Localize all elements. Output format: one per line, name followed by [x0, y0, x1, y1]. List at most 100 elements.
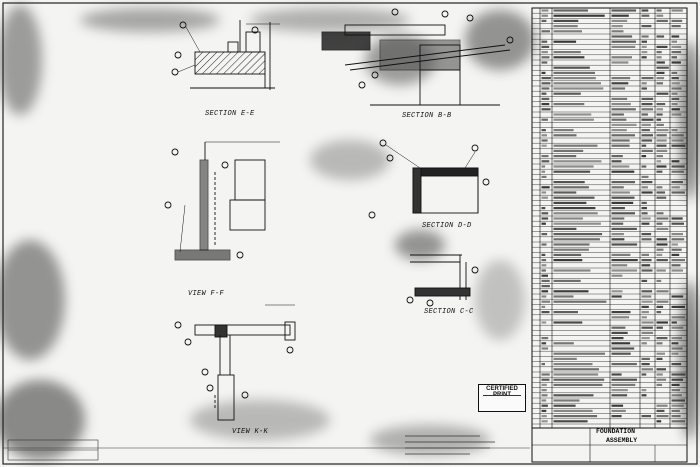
table-cell-ink [553, 134, 577, 137]
table-cell-ink [656, 383, 663, 386]
table-cell-ink [553, 92, 581, 95]
table-cell-ink [656, 129, 669, 132]
title-block [531, 427, 688, 463]
table-cell-ink [553, 409, 593, 412]
table-cell-ink [671, 389, 681, 392]
table-cell-ink [553, 222, 601, 225]
table-cell-ink [641, 207, 647, 210]
table-cell-ink [656, 186, 663, 189]
table-cell-ink [641, 149, 653, 152]
table-cell-ink [671, 77, 679, 80]
table-cell-ink [541, 409, 547, 412]
table-cell-ink [611, 378, 637, 381]
table-cell-ink [656, 82, 663, 85]
table-cell-ink [656, 61, 665, 64]
table-cell-ink [553, 368, 599, 371]
table-cell-ink [641, 363, 650, 366]
table-cell-ink [671, 409, 680, 412]
table-cell-ink [553, 144, 598, 147]
table-cell-ink [611, 139, 630, 142]
table-cell-ink [656, 248, 664, 251]
table-cell-ink [656, 321, 668, 324]
table-cell-ink [656, 103, 666, 106]
table-cell-ink [656, 415, 669, 418]
table-cell-ink [671, 108, 680, 111]
table-cell-ink [671, 394, 682, 397]
section-d-d-drawing [368, 139, 490, 219]
view-k-k-title: VIEW K-K [232, 428, 269, 436]
table-cell-ink [671, 170, 684, 173]
table-cell-ink [641, 191, 653, 194]
table-cell-ink [611, 253, 631, 256]
table-cell-ink [541, 253, 546, 256]
table-cell-ink [541, 295, 547, 298]
table-cell-ink [671, 420, 686, 423]
table-cell-ink [671, 337, 682, 340]
table-cell-ink [671, 87, 682, 90]
table-cell-ink [541, 19, 547, 22]
view-k-k-drawing [174, 304, 296, 421]
table-cell-ink [553, 357, 577, 360]
table-cell-ink [671, 415, 681, 418]
table-cell-ink [641, 394, 647, 397]
table-cell-ink [641, 103, 653, 106]
table-cell-ink [671, 378, 683, 381]
table-cell-ink [553, 207, 596, 210]
table-cell-ink [541, 420, 548, 423]
table-cell-ink [656, 420, 662, 423]
table-cell-ink [656, 373, 663, 376]
table-cell-ink [611, 363, 637, 366]
table-cell-ink [553, 170, 591, 173]
table-cell-ink [541, 82, 551, 85]
table-cell-ink [611, 274, 623, 277]
table-cell-ink [671, 383, 680, 386]
table-cell-ink [641, 264, 651, 267]
table-cell-ink [611, 103, 631, 106]
table-cell-ink [611, 181, 635, 184]
table-cell-ink [671, 253, 680, 256]
table-cell-ink [611, 389, 628, 392]
table-cell-ink [541, 139, 548, 142]
table-cell-ink [611, 196, 635, 199]
table-cell-ink [553, 227, 577, 230]
table-cell-ink [553, 51, 581, 54]
table-cell-ink [541, 129, 546, 132]
table-cell-ink [541, 363, 545, 366]
table-cell-ink [611, 82, 629, 85]
table-cell-ink [541, 259, 547, 262]
table-cell-ink [656, 139, 667, 142]
table-cell-ink [611, 337, 624, 340]
table-cell-ink [611, 326, 626, 329]
table-cell-ink [541, 30, 550, 33]
table-cell-ink [656, 14, 664, 17]
table-cell-ink [553, 383, 603, 386]
table-cell-ink [553, 404, 576, 407]
section-e-e-title: SECTION E-E [205, 110, 255, 118]
table-cell-ink [611, 134, 635, 137]
table-cell-ink [656, 108, 663, 111]
table-cell-ink [553, 25, 578, 28]
table-cell-ink [611, 409, 626, 412]
table-cell-ink [671, 316, 686, 319]
table-cell-ink [611, 373, 622, 376]
table-cell-ink [641, 337, 650, 340]
table-cell-ink [611, 25, 623, 28]
table-cell-ink [656, 77, 665, 80]
table-cell-ink [641, 82, 647, 85]
table-cell-ink [611, 311, 631, 314]
table-cell-ink [671, 248, 682, 251]
table-cell-ink [671, 342, 679, 345]
table-cell-ink [541, 279, 550, 282]
table-cell-ink [656, 149, 668, 152]
table-cell-ink [671, 269, 683, 272]
table-cell-ink [641, 129, 650, 132]
table-cell-ink [541, 170, 546, 173]
table-cell-ink [641, 144, 647, 147]
table-cell-ink [553, 9, 588, 12]
table-cell-ink [641, 357, 650, 360]
table-cell-ink [656, 238, 668, 241]
table-cell-ink [656, 290, 669, 293]
table-cell-ink [641, 51, 648, 54]
